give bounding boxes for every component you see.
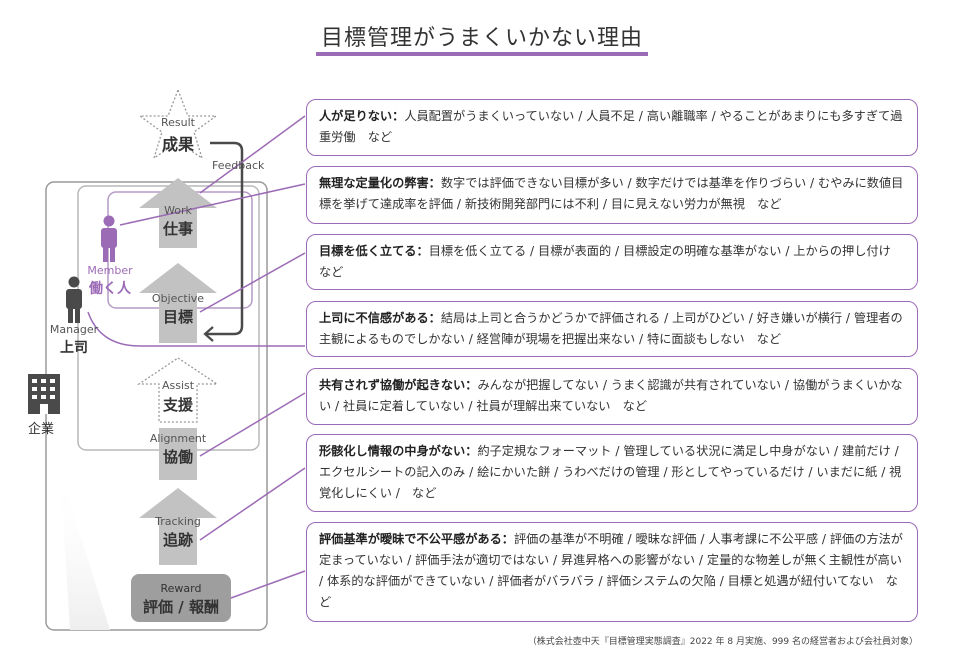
alignment-block (159, 428, 197, 480)
reason-box-5: 共有されず協働が起きない：みんなが把握してない / うまく認識が共有されていない… (306, 368, 918, 425)
objective-arrow (139, 263, 217, 343)
feedback-arrowhead (203, 326, 214, 342)
objective-label-en: Objective (151, 292, 205, 305)
company-building-icon (28, 374, 60, 414)
assist-label-en: Assist (161, 379, 195, 392)
feedback-label: Feedback (212, 159, 265, 172)
manager-label-en: Manager (49, 323, 99, 336)
member-label-jp: 働く人 (89, 281, 131, 297)
reason-box-4: 上司に不信感がある：結局は上司と合うかどうかで評価される / 上司がひどい / … (306, 301, 918, 357)
alignment-label-en: Alignment (149, 432, 207, 445)
connector-4 (87, 311, 305, 347)
reason-heading: 形骸化し情報の中身がない： (319, 444, 478, 458)
manager-label-jp: 上司 (60, 340, 88, 356)
reason-box-3: 目標を低く立てる：目標を低く立てる / 目標が表面的 / 目標設定の明確な基準が… (306, 234, 918, 290)
connector-7 (230, 570, 306, 599)
assist-arrow (136, 357, 220, 423)
title-underline (316, 52, 648, 56)
tracking-label-en: Tracking (155, 515, 201, 528)
connector-5 (199, 392, 306, 457)
company-label: 企業 (28, 422, 55, 437)
reason-heading: 上司に不信感がある： (319, 311, 441, 325)
reason-box-1: 人が足りない：人員配置がうまくいっていない / 人員不足 / 高い離職率 / や… (306, 99, 918, 156)
reason-heading: 人が足りない： (319, 109, 405, 123)
reason-box-2: 無理な定量化の弊害：数字では評価できない目標が多い / 数字だけでは基準を作りづ… (306, 166, 918, 224)
reason-box-6: 形骸化し情報の中身がない：約子定規なフォーマット / 管理している状況に満足し中… (306, 434, 918, 512)
member-figure-icon (101, 215, 117, 262)
assist-label-jp: 支援 (162, 396, 193, 414)
reward-label-en: Reward (160, 582, 202, 595)
reason-body: みんなが把握してない / うまく認識が共有されていない / 協働がうまくいかない… (319, 378, 903, 413)
reason-body: 約子定規なフォーマット / 管理している状況に満足し中身がない / 建前だけ /… (319, 444, 902, 500)
connector-6 (199, 467, 306, 541)
reason-body: 人員配置がうまくいっていない / 人員不足 / 高い離職率 / やることがあまり… (319, 109, 903, 144)
alignment-label-jp: 協働 (162, 448, 193, 466)
reason-box-7: 評価基準が曖昧で不公平感がある：評価の基準が不明確 / 曖昧な評価 / 人事考課… (306, 522, 918, 622)
reason-body: 結局は上司と合うかどうかで評価される / 上司がひどい / 好き嫌いが横行 / … (319, 311, 903, 346)
reason-heading: 目標を低く立てる： (319, 244, 429, 258)
reason-heading: 評価基準が曖昧で不公平感がある： (319, 532, 514, 546)
page-title: 目標管理がうまくいかない理由 (320, 26, 643, 51)
connector-1 (199, 115, 306, 194)
feedback-line (206, 141, 244, 336)
reason-body: 目標を低く立てる / 目標が表面的 / 目標設定の明確な基準がない / 上からの… (319, 244, 903, 279)
objective-label-jp: 目標 (162, 308, 193, 326)
tracking-arrow (139, 488, 217, 565)
reward-label-jp: 評価 / 報酬 (143, 598, 219, 616)
reason-body: 数字では評価できない目標が多い / 数字だけでは基準を作りづらい / むやみに数… (319, 176, 904, 211)
reason-body: 評価の基準が不明確 / 曖昧な評価 / 人事考課に不公平感 / 評価の方法が定ま… (319, 532, 903, 609)
work-arrow (139, 178, 217, 248)
connector-3 (199, 252, 306, 313)
work-label-en: Work (164, 204, 192, 217)
result-label-en: Result (161, 116, 195, 129)
work-label-jp: 仕事 (162, 220, 193, 238)
company-shadow (60, 470, 110, 630)
reward-block (131, 574, 231, 622)
source-note: （株式会社壺中天『目標管理実態調査』2022 年 8 月実施、999 名の経営者… (527, 637, 918, 647)
tracking-label-jp: 追跡 (162, 531, 193, 549)
connector-2 (119, 183, 306, 226)
member-label-en: Member (87, 264, 133, 277)
result-label-jp: 成果 (161, 135, 194, 154)
reason-heading: 共有されず協働が起きない： (319, 378, 478, 392)
manager-figure-icon (66, 276, 82, 323)
reason-heading: 無理な定量化の弊害： (319, 176, 441, 190)
